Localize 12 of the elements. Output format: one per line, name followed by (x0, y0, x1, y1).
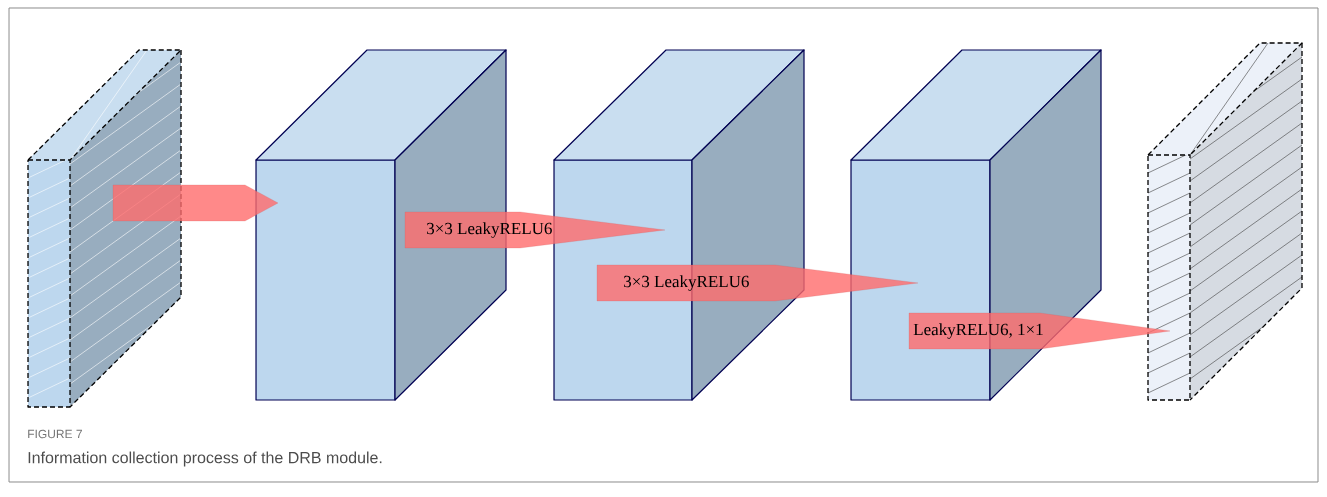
arrow (404, 211, 666, 249)
arrow (112, 184, 279, 222)
arrow (596, 264, 919, 302)
edge-label: 3×3 LeakyRELU6 (624, 275, 749, 291)
edge-label: LeakyRELU6, 1×1 (913, 323, 1043, 339)
caption: Information collection process of the DRB module. (28, 451, 382, 467)
cuboid-drawing (1147, 42, 1303, 401)
edge-label: 3×3 LeakyRELU6 (427, 222, 552, 238)
figure-number: FIGURE 7 (28, 429, 82, 439)
cuboid-drawing (27, 49, 182, 408)
arrow (908, 312, 1171, 350)
cuboid-drawing (850, 49, 1102, 401)
